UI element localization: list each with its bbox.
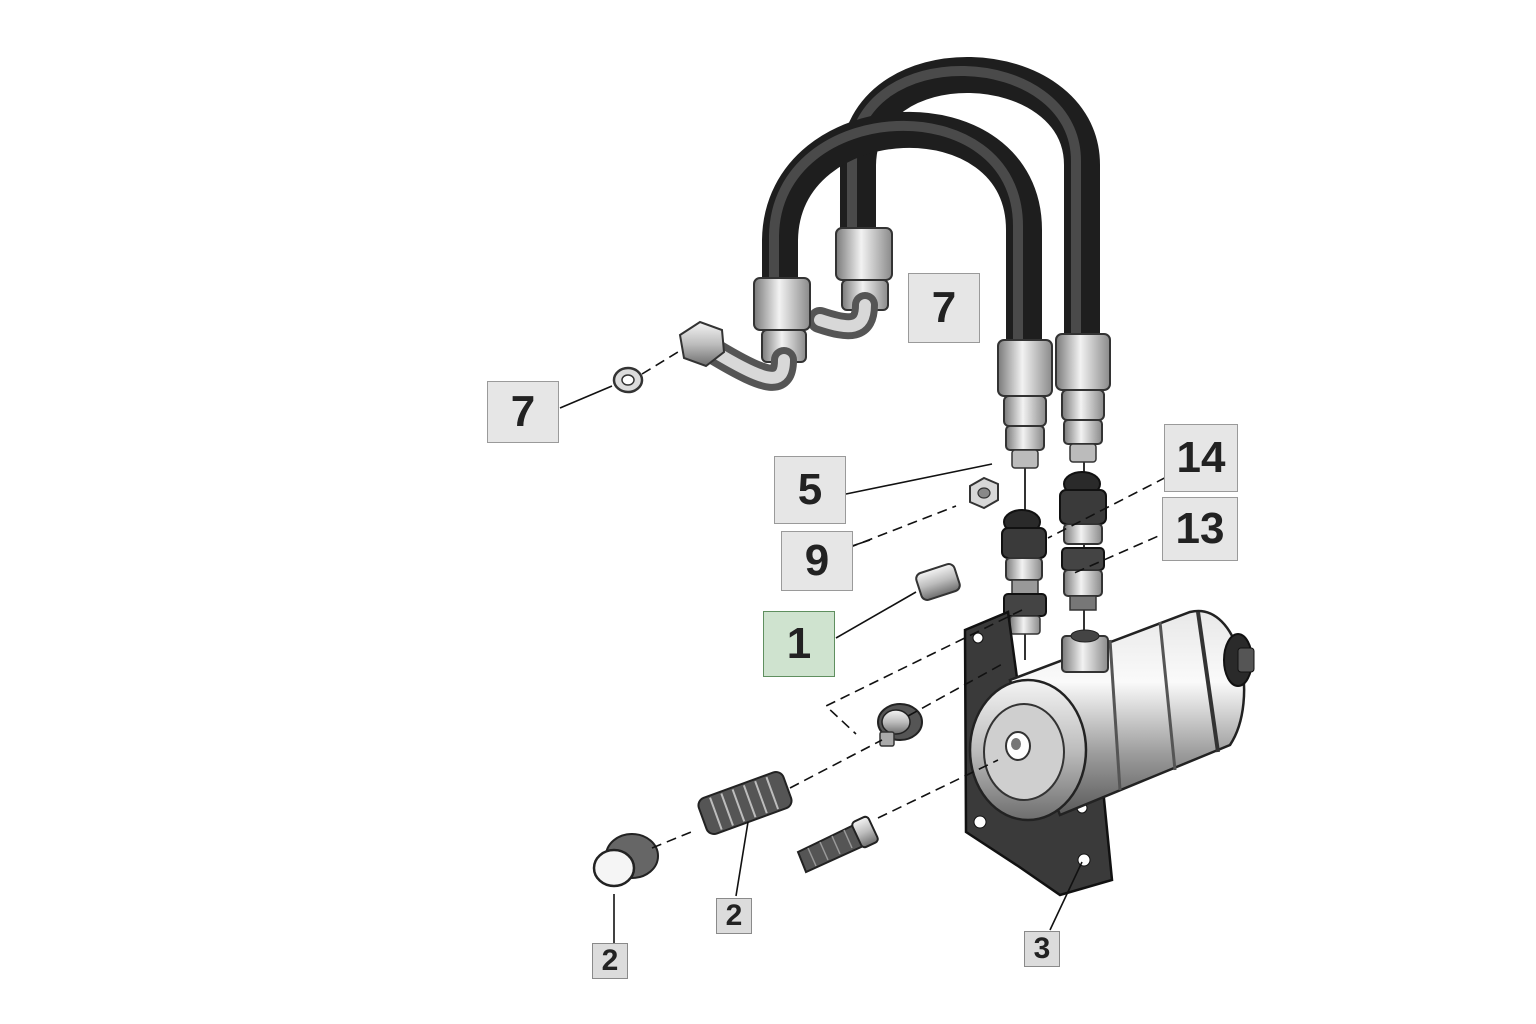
hydraulic-hoses <box>762 57 1100 363</box>
hex-nut <box>969 476 999 510</box>
callout-1: 1 <box>763 611 835 677</box>
assembly-lines <box>641 351 1181 849</box>
leader-lines <box>559 385 1083 944</box>
callout-2-lower: 2 <box>592 943 628 979</box>
adapter-stack-right <box>1059 462 1107 640</box>
threaded-stud <box>796 815 879 874</box>
washer <box>612 366 644 394</box>
pump-assembly <box>963 609 1255 897</box>
threaded-plug <box>915 563 961 601</box>
callout-7-left: 7 <box>487 381 559 443</box>
callout-9: 9 <box>781 531 853 591</box>
elbow-fittings <box>678 227 893 391</box>
callout-3: 3 <box>1024 931 1060 967</box>
adapter-stack-left <box>1001 468 1047 660</box>
knurled-nut <box>877 703 923 747</box>
callout-7-upper: 7 <box>908 273 980 343</box>
callout-14: 14 <box>1164 424 1238 492</box>
callout-2-middle: 2 <box>716 898 752 934</box>
spring <box>697 771 793 835</box>
callout-13: 13 <box>1162 497 1238 561</box>
cap <box>592 833 659 888</box>
hose-end-fittings <box>997 333 1111 469</box>
callout-5: 5 <box>774 456 846 524</box>
